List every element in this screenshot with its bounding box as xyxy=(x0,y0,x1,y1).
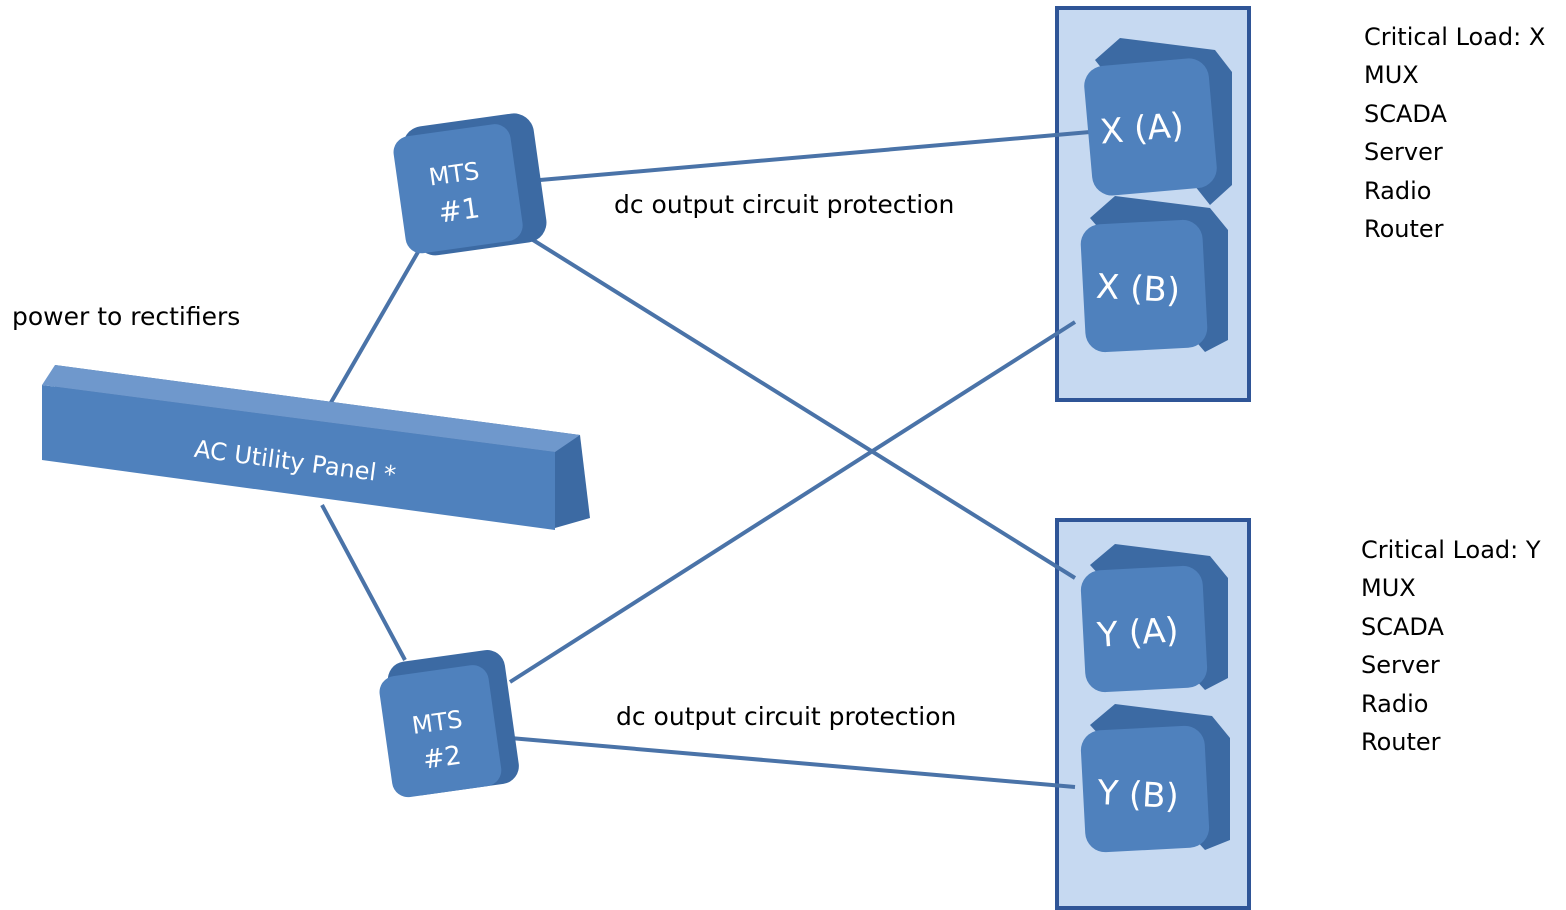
link-mts1-xa xyxy=(539,130,1091,182)
list-item: Server xyxy=(1364,138,1443,167)
critical-load-y-list: Critical Load: Y MUX SCADA Server Radio … xyxy=(1361,531,1541,761)
dc-output-label-2: dc output circuit protection xyxy=(616,702,956,731)
y-b-box: Y (B) xyxy=(1080,704,1230,853)
list-item: SCADA xyxy=(1361,612,1444,641)
link-panel-mts2 xyxy=(320,504,407,661)
link-mts2-xb xyxy=(508,320,1077,684)
mts1-label-line2: #1 xyxy=(436,191,481,229)
ac-utility-panel: AC Utility Panel * xyxy=(42,365,590,530)
x-a-box: X (A) xyxy=(1084,38,1232,205)
list-item: MUX xyxy=(1361,574,1416,603)
list-item: Router xyxy=(1361,727,1441,756)
mts2-box: MTS #2 xyxy=(379,650,519,798)
critical-load-y-title: Critical Load: Y xyxy=(1361,536,1541,564)
mts2-label-line1: MTS xyxy=(410,705,464,740)
list-item: SCADA xyxy=(1364,99,1447,128)
critical-load-x-list: Critical Load: X MUX SCADA Server Radio … xyxy=(1364,18,1545,248)
mts1-label-line1: MTS xyxy=(427,157,481,192)
list-item: MUX xyxy=(1364,61,1419,90)
dc-output-label-1: dc output circuit protection xyxy=(614,190,954,219)
x-b-box: X (B) xyxy=(1080,196,1228,353)
y-b-label: Y (B) xyxy=(1095,773,1179,817)
link-panel-mts1 xyxy=(320,250,420,420)
link-mts2-yb xyxy=(509,736,1076,789)
x-b-label: X (B) xyxy=(1095,267,1181,311)
list-item: Radio xyxy=(1361,689,1429,718)
x-a-label: X (A) xyxy=(1098,105,1185,152)
link-mts1-ya xyxy=(523,233,1077,580)
y-a-label: Y (A) xyxy=(1095,610,1180,656)
power-to-rectifiers-label: power to rectifiers xyxy=(12,302,240,331)
critical-load-x-title: Critical Load: X xyxy=(1364,23,1546,51)
mts2-label-line2: #2 xyxy=(421,741,463,776)
y-a-box: Y (A) xyxy=(1080,544,1228,693)
mts1-box: MTS #1 xyxy=(393,113,547,256)
list-item: Router xyxy=(1364,214,1444,243)
list-item: Server xyxy=(1361,651,1440,680)
list-item: Radio xyxy=(1364,176,1432,205)
